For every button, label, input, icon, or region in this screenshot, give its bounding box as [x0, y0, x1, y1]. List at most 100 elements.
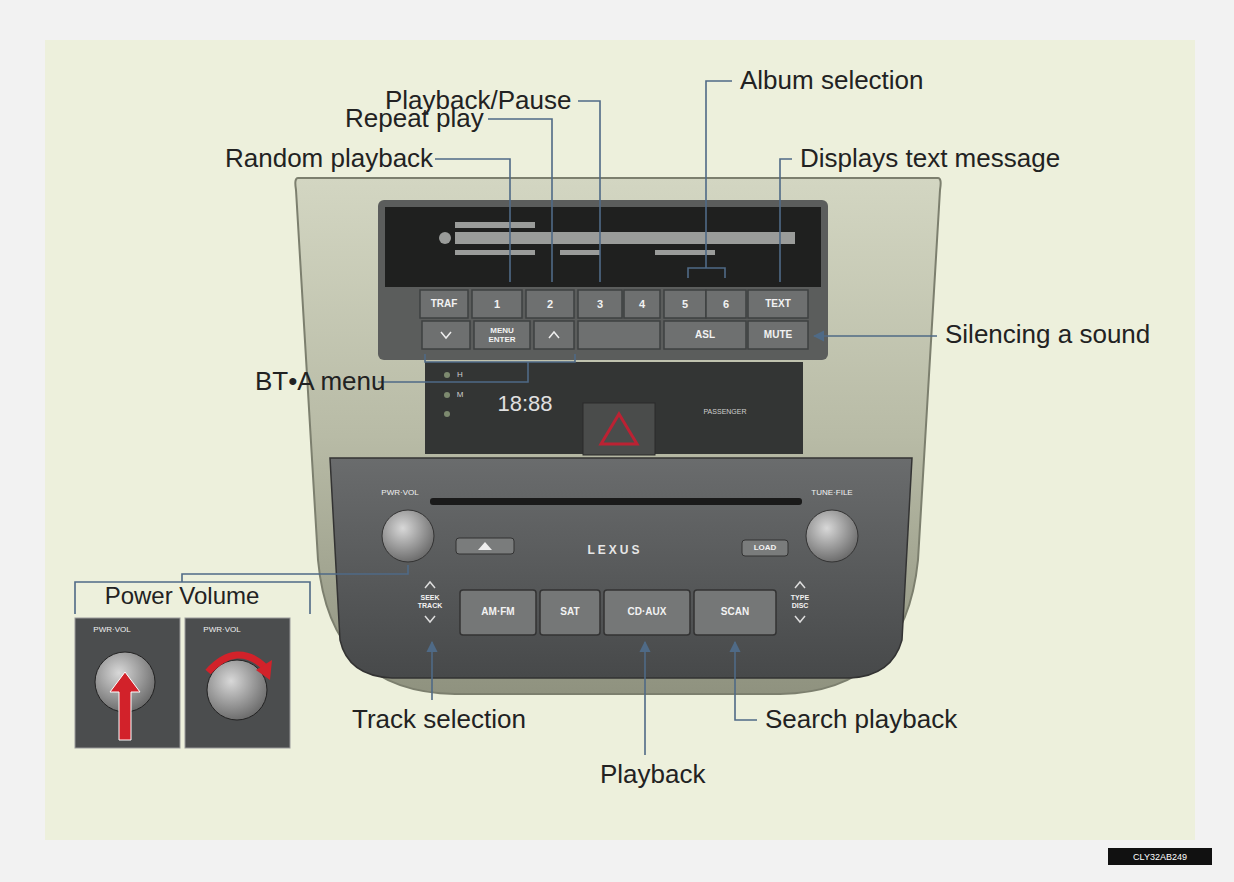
menu-arrows [441, 332, 451, 338]
leader-lines [644, 642, 646, 755]
eject-button [456, 538, 514, 554]
indicator-label: H [457, 370, 463, 379]
background [45, 40, 1195, 840]
callout-label: Displays text message [800, 144, 1060, 174]
buttons [472, 290, 522, 318]
push-arrow [110, 672, 140, 740]
display-segments [560, 250, 600, 255]
callout-label: Playback [600, 760, 706, 790]
callout-label: Silencing a sound [945, 320, 1150, 350]
display-segments [455, 222, 535, 228]
button-label: SCAN [721, 606, 749, 618]
callout-label: Album selection [740, 66, 924, 96]
callout-label: Search playback [765, 705, 957, 735]
leader-lines [378, 362, 528, 382]
buttons [706, 290, 746, 318]
callout-label: BT•A menu [255, 367, 386, 397]
seek-arrows [795, 616, 805, 622]
menu-arrows [549, 332, 559, 338]
leader-lines [735, 642, 757, 720]
leader-lines [425, 354, 575, 362]
clock-display: 18:88 [497, 391, 552, 416]
knob-label: PWR·VOL [381, 488, 418, 497]
display-segments [439, 232, 451, 244]
knob-label: PWR·VOL [203, 625, 240, 634]
callout-label: Random playback [225, 144, 433, 174]
leader-lines [814, 335, 937, 337]
buttons [526, 290, 574, 318]
buttons [420, 290, 468, 318]
leader-lines [688, 268, 725, 278]
leader-lines [435, 159, 510, 282]
source-buttons [694, 590, 776, 635]
button-label: 6 [723, 298, 729, 311]
head-unit [385, 207, 821, 287]
button-label: 5 [682, 298, 688, 311]
turn-arrow-head [256, 660, 272, 680]
buttons [664, 321, 746, 349]
button-label: MENU ENTER [479, 326, 525, 344]
callout-label: Repeat play [345, 104, 484, 134]
button-label: AM·FM [481, 606, 514, 618]
head-unit [425, 362, 803, 454]
buttons [422, 321, 470, 349]
knob-label: PWR·VOL [93, 625, 130, 634]
leader-lines [75, 582, 310, 614]
leader-lines [431, 642, 433, 700]
source-buttons [460, 590, 776, 635]
seek-arrows [425, 616, 435, 622]
button-label: SEEK TRACK [413, 594, 447, 610]
head-unit [330, 458, 912, 678]
indicator-lights [444, 372, 450, 378]
volume-knob [382, 510, 434, 562]
buttons [578, 321, 660, 349]
head-unit [295, 178, 940, 694]
seek-arrows [795, 582, 805, 588]
power-volume-insets [185, 618, 290, 748]
head-unit [583, 403, 655, 455]
power-volume-insets [75, 618, 180, 748]
button-label: 2 [547, 298, 553, 311]
indicator-lights [444, 411, 450, 417]
buttons [664, 290, 706, 318]
indicator-lights [444, 372, 450, 417]
seek-arrows [425, 582, 435, 588]
source-buttons [604, 590, 690, 635]
eject-symbol [478, 542, 492, 550]
button-label: 1 [494, 298, 500, 311]
hazard-symbol [601, 414, 637, 444]
leader-lines [578, 101, 600, 282]
knob-label: TUNE·FILE [811, 488, 852, 497]
leader-lines [488, 119, 552, 282]
code-tag [1108, 848, 1212, 865]
buttons [748, 290, 808, 318]
power-volume-insets [75, 618, 290, 748]
button-label: LOAD [754, 543, 777, 552]
indicator-label: PASSENGER [703, 408, 746, 416]
buttons [420, 290, 808, 349]
button-label: 4 [639, 298, 645, 311]
leader-lines [706, 81, 732, 268]
brand-logo: LEXUS [587, 544, 642, 558]
head-unit [378, 200, 828, 360]
cd-slot [430, 498, 802, 505]
tune-knob [806, 510, 858, 562]
buttons [624, 290, 660, 318]
load-button [742, 540, 788, 556]
buttons [534, 321, 574, 349]
leader-lines [75, 81, 937, 755]
button-label: ASL [695, 329, 715, 341]
figure-code: CLY32AB249 [1133, 852, 1187, 862]
leader-lines [780, 159, 792, 282]
display-segments [439, 222, 795, 255]
seek-arrows [425, 582, 805, 622]
indicator-lights [444, 392, 450, 398]
display-segments [455, 250, 535, 255]
button-label: CD·AUX [628, 606, 667, 618]
button-label: TYPE DISC [783, 594, 817, 610]
background [45, 40, 1195, 840]
source-buttons [540, 590, 600, 635]
buttons [578, 290, 622, 318]
